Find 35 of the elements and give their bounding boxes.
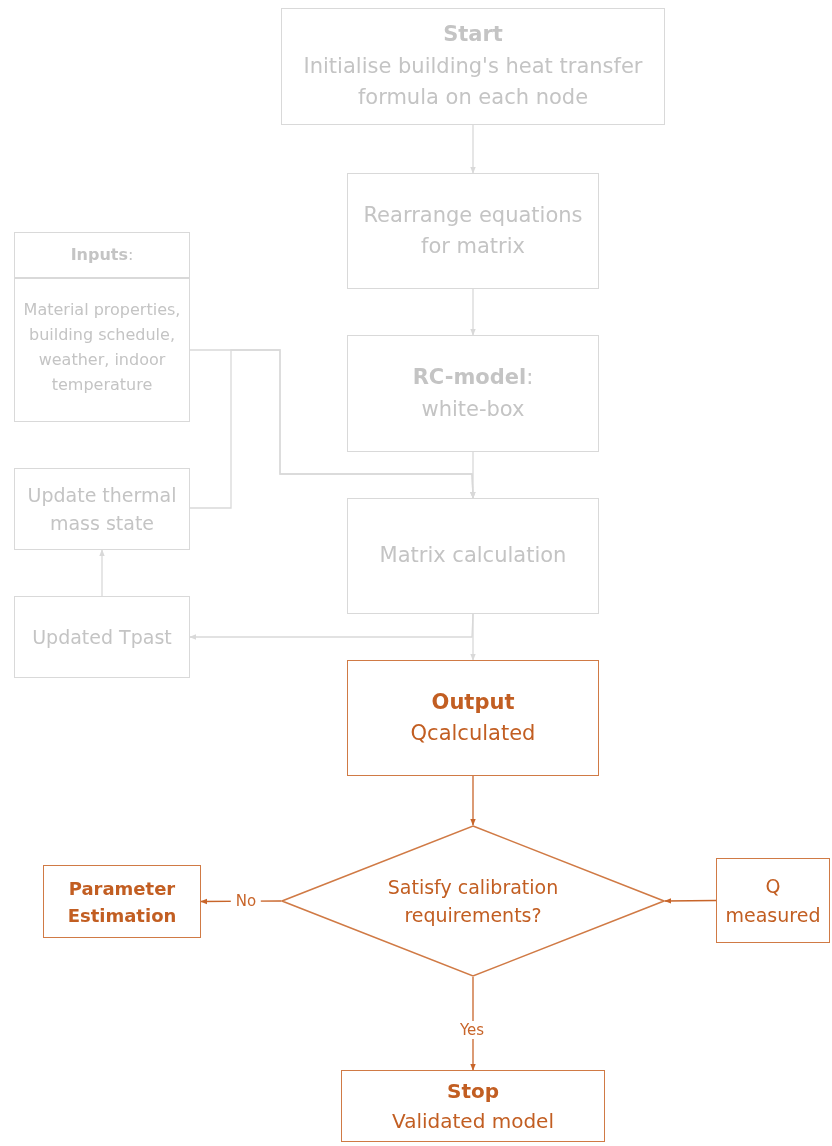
box-text: Validated model [392,1108,554,1135]
start-box [281,8,665,125]
process-box [347,173,599,289]
box-text: Update thermal mass state [26,482,178,536]
arrow [99,549,105,597]
box-heading: Inputs: [70,244,134,266]
input-box [716,858,830,943]
process-box [14,596,190,678]
arrow [470,775,476,826]
process-box [347,335,599,452]
stop-box [341,1070,605,1142]
box-text: Parameter Estimation [66,876,178,928]
arrow [470,613,476,661]
box-text: Material properties, building schedule, weather, indoor temperature [22,299,182,396]
box-heading: RC-model: [412,364,534,391]
decision-diamond [281,825,665,977]
box-text: Matrix calculation [379,542,567,570]
box-text: Initialise building's heat transfer formula on each node [302,52,644,112]
input-box [14,232,190,422]
box-text: white-box [421,395,525,423]
arrow [470,288,476,336]
process-box [43,865,201,938]
box-text: Q measured [724,874,822,928]
box-text: Satisfy calibration requirements? [386,874,560,928]
arrow [470,124,476,174]
output-box [347,660,599,776]
box-text: Rearrange equations for matrix [362,201,584,260]
box-heading: Start [443,21,503,49]
arrow [664,898,717,904]
box-text: Qcalculated [410,720,536,747]
process-box [14,468,190,550]
box-heading: Output [431,688,515,716]
box-text: Updated Tpast [32,624,172,650]
process-box [347,498,599,614]
box-heading: Stop [447,1078,499,1105]
